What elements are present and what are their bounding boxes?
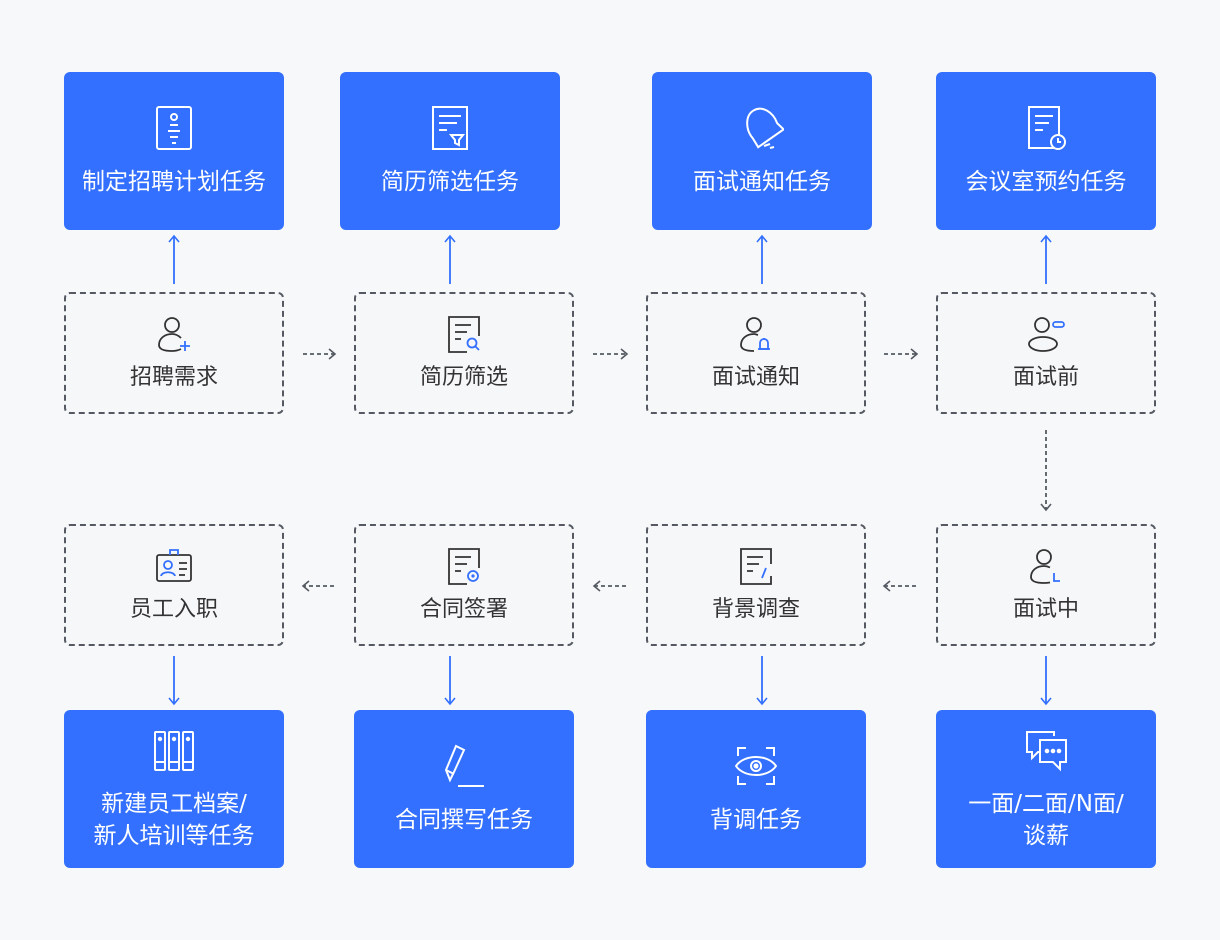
user-add-icon bbox=[158, 317, 190, 352]
stage-resume-screening: 简历筛选 bbox=[354, 292, 574, 414]
stage-label: 背景调查 bbox=[711, 597, 800, 622]
bell-icon bbox=[746, 107, 784, 149]
user-clock-icon bbox=[1030, 549, 1060, 584]
task-recruitment-plan: 制定招聘计划任务 bbox=[64, 72, 284, 230]
stage-before-interview: 面试前 bbox=[936, 292, 1156, 414]
task-meeting-room: 会议室预约任务 bbox=[936, 72, 1156, 230]
task-label: 合同撰写任务 bbox=[395, 807, 533, 833]
eye-scan-icon bbox=[734, 747, 778, 785]
stage-contract-signing: 合同签署 bbox=[354, 524, 574, 646]
stage-interview-notice: 面试通知 bbox=[646, 292, 866, 414]
document-search-icon bbox=[448, 316, 480, 353]
task-resume-screening: 简历筛选任务 bbox=[340, 72, 560, 230]
stage-label: 面试前 bbox=[1012, 365, 1079, 390]
schedule-doc-icon bbox=[1028, 106, 1066, 150]
task-label: 面试通知任务 bbox=[693, 169, 831, 195]
stage-background-check: 背景调查 bbox=[646, 524, 866, 646]
task-label-line2: 谈薪 bbox=[1023, 823, 1069, 849]
task-background-check: 背调任务 bbox=[646, 710, 866, 868]
id-badge-icon bbox=[156, 549, 192, 582]
stage-label: 员工入职 bbox=[129, 597, 218, 622]
chat-bubbles-icon bbox=[1026, 731, 1067, 772]
task-label-line1: 新建员工档案/ bbox=[101, 791, 247, 817]
user-bell-icon bbox=[740, 317, 770, 352]
recruitment-plan-icon bbox=[156, 106, 192, 150]
contract-seal-icon bbox=[448, 548, 480, 585]
stage-recruitment-demand: 招聘需求 bbox=[64, 292, 284, 414]
task-label: 制定招聘计划任务 bbox=[82, 169, 266, 195]
stage-label: 面试中 bbox=[1012, 597, 1079, 622]
task-label-line1: 一面/二面/N面/ bbox=[968, 791, 1124, 817]
pen-icon bbox=[444, 744, 484, 787]
task-label: 简历筛选任务 bbox=[381, 169, 519, 195]
stage-during-interview: 面试中 bbox=[936, 524, 1156, 646]
stage-onboarding: 员工入职 bbox=[64, 524, 284, 646]
stage-label: 合同签署 bbox=[419, 597, 508, 622]
task-contract-drafting: 合同撰写任务 bbox=[354, 710, 574, 868]
stage-label: 面试通知 bbox=[711, 365, 800, 390]
stage-label: 简历筛选 bbox=[419, 365, 508, 390]
task-interview-notice: 面试通知任务 bbox=[652, 72, 872, 230]
resume-filter-icon bbox=[432, 106, 468, 150]
task-label: 会议室预约任务 bbox=[965, 169, 1127, 195]
task-label: 背调任务 bbox=[710, 807, 802, 833]
task-interview-rounds: 一面/二面/N面/ 谈薪 bbox=[936, 710, 1156, 868]
task-employee-archive: 新建员工档案/ 新人培训等任务 bbox=[64, 710, 284, 868]
stage-label: 招聘需求 bbox=[129, 365, 218, 390]
archive-folders-icon bbox=[154, 731, 194, 771]
task-label-line2: 新人培训等任务 bbox=[93, 823, 255, 849]
user-tag-icon bbox=[1028, 317, 1065, 352]
document-edit-icon bbox=[740, 548, 772, 585]
